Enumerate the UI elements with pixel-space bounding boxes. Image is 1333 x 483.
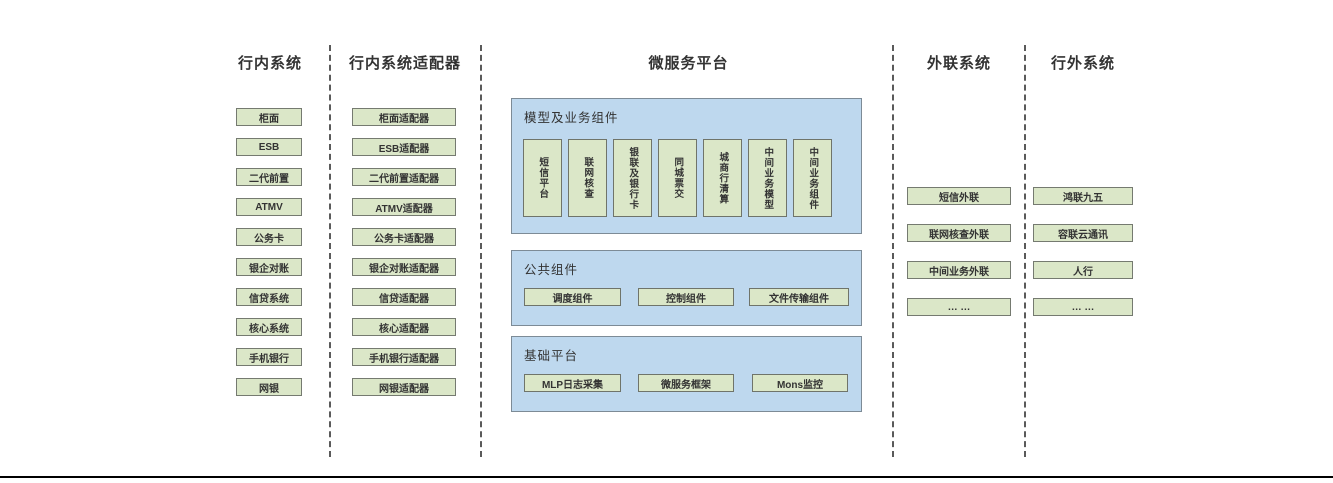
- component-box: 调度组件: [524, 288, 621, 306]
- component-box: 银联及银行卡: [613, 139, 652, 217]
- internal-system-box: 手机银行: [236, 348, 302, 366]
- component-box: 中间业务模型: [748, 139, 787, 217]
- header-external-systems: 行外系统: [1050, 55, 1115, 72]
- header-internal-adapters: 行内系统适配器: [348, 55, 461, 72]
- adapter-box: 公务卡适配器: [352, 228, 456, 246]
- external-system-box: … …: [1033, 298, 1133, 316]
- header-microservice-platform: 微服务平台: [648, 55, 729, 72]
- internal-system-box: 信贷系统: [236, 288, 302, 306]
- adapter-box: 银企对账适配器: [352, 258, 456, 276]
- component-box: 城商行清算: [703, 139, 742, 217]
- internal-system-box: 公务卡: [236, 228, 302, 246]
- divider-4: [1024, 45, 1026, 457]
- divider-2: [480, 45, 482, 457]
- divider-3: [892, 45, 894, 457]
- external-system-box: 鸿联九五: [1033, 187, 1133, 205]
- outbound-system-box: 短信外联: [907, 187, 1011, 205]
- adapter-box: 核心适配器: [352, 318, 456, 336]
- adapter-box: 二代前置适配器: [352, 168, 456, 186]
- component-box: 中间业务组件: [793, 139, 832, 217]
- component-box: MLP日志采集: [524, 374, 621, 392]
- external-system-box: 容联云通讯: [1033, 224, 1133, 242]
- external-system-box: 人行: [1033, 261, 1133, 279]
- component-box: 控制组件: [638, 288, 734, 306]
- outbound-system-box: … …: [907, 298, 1011, 316]
- adapter-box: 网银适配器: [352, 378, 456, 396]
- component-box: 联网核查: [568, 139, 607, 217]
- adapter-box: 柜面适配器: [352, 108, 456, 126]
- divider-1: [329, 45, 331, 457]
- adapter-box: ESB适配器: [352, 138, 456, 156]
- internal-system-box: 核心系统: [236, 318, 302, 336]
- internal-system-box: 柜面: [236, 108, 302, 126]
- panel-title: 基础平台: [524, 349, 579, 363]
- bottom-rule: [0, 476, 1333, 478]
- component-box: 文件传输组件: [749, 288, 849, 306]
- adapter-box: 手机银行适配器: [352, 348, 456, 366]
- panel-base-platform: 基础平台 MLP日志采集 微服务框架 Mons监控: [511, 336, 862, 412]
- header-outbound-systems: 外联系统: [926, 55, 991, 72]
- panel-title: 公共组件: [524, 263, 579, 277]
- panel-model-business-components: 模型及业务组件 短信平台 联网核查 银联及银行卡 同城票交 城商行清算 中间业务…: [511, 98, 862, 234]
- panel-common-components: 公共组件 调度组件 控制组件 文件传输组件: [511, 250, 862, 326]
- component-box: Mons监控: [752, 374, 848, 392]
- internal-system-box: 二代前置: [236, 168, 302, 186]
- outbound-system-box: 中间业务外联: [907, 261, 1011, 279]
- component-box: 微服务框架: [638, 374, 734, 392]
- adapter-box: 信贷适配器: [352, 288, 456, 306]
- internal-system-box: 银企对账: [236, 258, 302, 276]
- internal-system-box: ESB: [236, 138, 302, 156]
- component-box: 短信平台: [523, 139, 562, 217]
- internal-system-box: ATMV: [236, 198, 302, 216]
- header-internal-systems: 行内系统: [237, 55, 302, 72]
- internal-system-box: 网银: [236, 378, 302, 396]
- component-box: 同城票交: [658, 139, 697, 217]
- panel-title: 模型及业务组件: [524, 111, 619, 125]
- outbound-system-box: 联网核查外联: [907, 224, 1011, 242]
- adapter-box: ATMV适配器: [352, 198, 456, 216]
